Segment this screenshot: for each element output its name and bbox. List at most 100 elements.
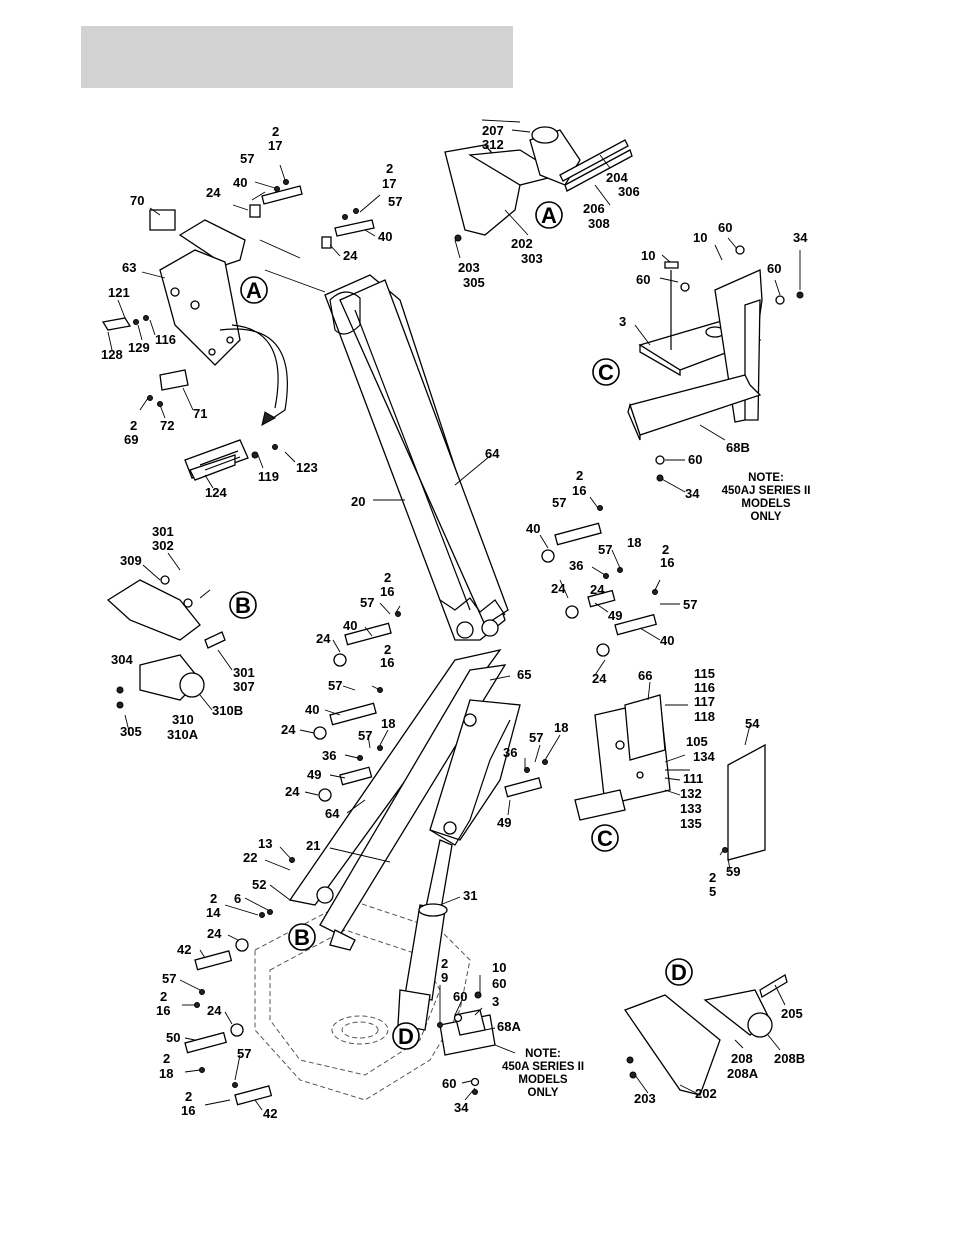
part-label: 129 <box>128 340 150 355</box>
part-label: 57 <box>240 151 254 166</box>
hydraulic-cylinder <box>397 839 453 1031</box>
part-label: 52 <box>252 877 266 892</box>
part-label: 50 <box>166 1030 180 1045</box>
part-label: 24 <box>343 248 358 263</box>
part-label: 208 <box>731 1051 753 1066</box>
part-label: 57 <box>683 597 697 612</box>
part-label: 72 <box>160 418 174 433</box>
detail-d-bracket <box>439 1009 496 1056</box>
part-label: 40 <box>378 229 392 244</box>
part-label: 22 <box>243 850 257 865</box>
part-label: 10 <box>693 230 707 245</box>
part-label: 18 <box>554 720 568 735</box>
part-label: 60 <box>492 976 506 991</box>
part-label: 57 <box>237 1046 251 1061</box>
detail-c-bracket <box>627 261 763 441</box>
part-label: 60 <box>636 272 650 287</box>
part-label: 2 <box>384 642 391 657</box>
part-label: 34 <box>454 1100 469 1115</box>
header-bar <box>81 26 513 88</box>
callout-a-left: A <box>240 276 268 304</box>
part-label: 17 <box>268 138 282 153</box>
part-label: 36 <box>322 748 336 763</box>
part-label: 301 <box>233 665 255 680</box>
part-label: 2 <box>210 891 217 906</box>
part-label: 9 <box>441 970 448 985</box>
detail-a-bracket <box>101 185 375 481</box>
part-label: 60 <box>453 989 467 1004</box>
svg-text:B: B <box>235 593 251 618</box>
part-label: 57 <box>328 678 342 693</box>
part-label: 40 <box>526 521 540 536</box>
svg-text:450A SERIES II: 450A SERIES II <box>502 1061 584 1073</box>
part-label: 128 <box>101 347 123 362</box>
part-label: 14 <box>206 905 221 920</box>
part-label: 117 <box>694 694 715 709</box>
part-label: 57 <box>360 595 374 610</box>
part-label: 49 <box>307 767 321 782</box>
part-label: 64 <box>325 806 340 821</box>
part-label: 10 <box>492 960 506 975</box>
part-label: 42 <box>263 1106 277 1121</box>
callout-b-left: B <box>229 591 257 619</box>
part-label: 2 <box>272 124 279 139</box>
part-label: 57 <box>529 730 543 745</box>
part-label: 2 <box>384 570 391 585</box>
part-label: 2 <box>709 870 716 885</box>
part-number-labels: 2 17 57 40 24 70 2 17 57 40 24 63 121 12… <box>101 123 808 1121</box>
part-label: 24 <box>592 671 607 686</box>
part-label: 36 <box>503 745 517 760</box>
svg-text:MODELS: MODELS <box>741 498 791 510</box>
svg-text:C: C <box>598 360 614 385</box>
part-label: 16 <box>380 584 394 599</box>
part-label: 34 <box>685 486 700 501</box>
part-label: 309 <box>120 553 142 568</box>
part-label: 18 <box>159 1066 173 1081</box>
callout-a-top: A <box>535 201 563 229</box>
part-label: 69 <box>124 432 138 447</box>
part-label: 17 <box>382 176 396 191</box>
part-label: 59 <box>726 864 740 879</box>
part-label: 6 <box>234 891 241 906</box>
part-label: 49 <box>497 815 511 830</box>
part-label: 65 <box>517 667 531 682</box>
part-label: 40 <box>233 175 247 190</box>
callout-c-right: C <box>591 824 619 852</box>
lower-boom <box>288 648 521 951</box>
part-label: 202 <box>511 236 533 251</box>
part-label: 119 <box>258 469 279 484</box>
part-label: 206 <box>583 201 605 216</box>
part-label: 111 <box>683 771 703 786</box>
svg-text:450AJ SERIES II: 450AJ SERIES II <box>722 485 811 497</box>
part-label: 308 <box>588 216 610 231</box>
part-label: 60 <box>442 1076 456 1091</box>
detail-c-plate <box>574 694 766 861</box>
part-label: 2 <box>662 542 669 557</box>
part-label: 105 <box>686 734 708 749</box>
part-label: 68A <box>497 1019 521 1034</box>
part-label: 115 <box>694 666 715 681</box>
part-label: 24 <box>207 926 222 941</box>
part-label: 16 <box>156 1003 170 1018</box>
part-label: 18 <box>627 535 641 550</box>
part-label: 208B <box>774 1051 805 1066</box>
part-label: 5 <box>709 884 716 899</box>
fasteners <box>116 179 804 1095</box>
part-label: 207 <box>482 123 504 138</box>
part-label: 123 <box>296 460 318 475</box>
svg-text:D: D <box>398 1024 414 1049</box>
detail-d-valve <box>623 974 788 1096</box>
part-label: 57 <box>388 194 402 209</box>
part-label: 133 <box>680 801 702 816</box>
part-label: 10 <box>641 248 655 263</box>
part-label: 40 <box>305 702 319 717</box>
part-label: 42 <box>177 942 191 957</box>
part-label: 204 <box>606 170 628 185</box>
svg-text:NOTE:: NOTE: <box>748 472 784 484</box>
part-label: 64 <box>485 446 500 461</box>
part-label: 301 <box>152 524 174 539</box>
detail-b-valve <box>106 579 226 701</box>
part-label: 203 <box>634 1091 656 1106</box>
part-label: 310A <box>167 727 199 742</box>
